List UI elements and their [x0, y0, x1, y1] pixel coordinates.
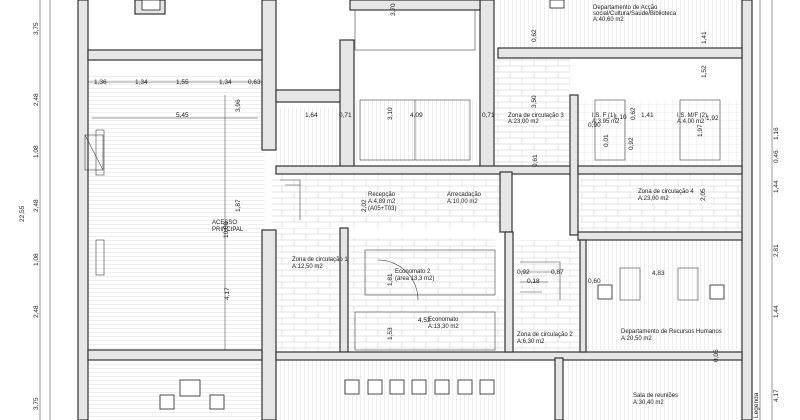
room-dept-accao-line2: social/Cultura/Saúde/Biblioteca	[593, 11, 677, 17]
dim-left-1: 3,75	[33, 22, 40, 35]
dim-061: 0,61	[532, 154, 539, 167]
dim-417a: 4,17	[224, 287, 231, 300]
dim-left-4: 2,48	[33, 199, 40, 212]
dimension-labels: 1,36 1,34 1,55 1,34 0,63 5,45 3,96 3,70 …	[19, 3, 780, 418]
dim-071b: 0,71	[482, 112, 495, 119]
dim-062: 0,62	[531, 29, 538, 42]
dim-141a: 1,41	[701, 31, 708, 44]
dim-top-2: 1,34	[135, 79, 148, 86]
dim-right-3: 1,44	[773, 180, 780, 193]
room-zona4-area: A:23,00 m2	[638, 196, 669, 202]
dim-452: 4,52	[418, 317, 431, 324]
room-economato-area: A:13,30 m2	[428, 324, 459, 330]
dim-396: 3,96	[235, 99, 242, 112]
dim-545: 5,45	[176, 112, 189, 119]
room-economato2-area: (área 13,3 m2)	[395, 276, 434, 282]
room-zona4-name: Zona de circulação 4	[638, 189, 694, 195]
dim-164: 1,64	[305, 112, 318, 119]
room-zona3-name: Zona de circulação 3	[508, 113, 564, 119]
dim-018: 0,18	[527, 278, 540, 285]
dim-right-1: 1,16	[773, 127, 780, 140]
room-economato-name: Economato	[428, 317, 459, 323]
room-zona2-name: Zona de circulação 2	[517, 332, 573, 338]
dim-110: 1,10	[614, 114, 627, 121]
dim-001: 0,01	[603, 134, 610, 147]
dim-right-2: 0,46	[773, 150, 780, 163]
dim-right-4: 2,81	[773, 244, 780, 257]
dim-205: 2,05	[700, 188, 707, 201]
floor-fills	[85, 0, 745, 420]
dim-071a: 0,71	[339, 112, 352, 119]
dim-187: 1,87	[235, 199, 242, 212]
dim-090: 0,90	[588, 122, 601, 129]
dim-1000: 10,00	[223, 221, 230, 238]
room-is-f-name: I.S. F (1)	[592, 113, 615, 119]
room-is-mf-name: I.S. M/F (2)	[677, 113, 707, 119]
dim-060: 0,60	[588, 278, 601, 285]
room-reunioes-name: Sala de reuniões	[633, 393, 678, 399]
dim-350: 3,50	[531, 95, 538, 108]
dim-left-2: 2,48	[33, 93, 40, 106]
dim-153: 1,53	[387, 327, 394, 340]
walls	[77, 0, 753, 420]
dim-192: 1,92	[706, 115, 719, 122]
room-dept-rh-area: A:20,50 m2	[621, 336, 652, 342]
dim-370: 3,70	[390, 3, 397, 16]
room-is-f-area: A:3.95 m2	[592, 119, 620, 125]
detail-lines	[84, 9, 721, 351]
room-zona1-name: Zona de circulação 1	[292, 257, 348, 263]
dim-left-3: 1,08	[33, 145, 40, 158]
dim-409: 4,09	[410, 112, 423, 119]
room-dept-accao-area: A:40,60 m2	[593, 17, 624, 23]
dim-left-6: 2,48	[33, 305, 40, 318]
room-zona3-area: A:23,00 m2	[508, 119, 539, 125]
dim-141b: 1,41	[641, 112, 654, 119]
room-dept-accao-line1: Departamento de Acção	[593, 5, 658, 11]
dim-310: 3,10	[387, 107, 394, 120]
dim-left-7: 3,75	[33, 397, 40, 410]
room-arrecadacao-name: Arrecadação	[447, 192, 482, 198]
dim-062b: 0,62	[630, 107, 637, 120]
dim-087: 0,87	[551, 269, 564, 276]
room-rececao-area: A:4,89 m2	[368, 199, 396, 205]
room-zona1-area: A:12,50 m2	[292, 264, 323, 270]
dim-left-5: 1,08	[33, 253, 40, 266]
room-is-mf-area: A:4,00 m2	[677, 119, 705, 125]
room-dept-rh-name: Departamento de Recursos Humanos	[621, 329, 722, 335]
dim-right-5: 1,44	[773, 305, 780, 318]
dim-top-1: 1,36	[94, 79, 107, 86]
room-rececao-name: Recepção	[368, 192, 396, 198]
room-rececao-code: (A05+T03)	[368, 206, 397, 212]
dim-top-5: 0,63	[248, 79, 261, 86]
room-labels: Departamento de Acção social/Cultura/Saú…	[212, 5, 722, 406]
room-arrecadacao-area: A:10,00 m2	[447, 199, 478, 205]
dim-092: 0,92	[628, 137, 635, 150]
room-reunioes-area: A:30,40 m2	[633, 400, 664, 406]
dim-181: 1,81	[387, 273, 394, 286]
room-acesso-line2: PRINCIPAL	[212, 227, 244, 233]
dim-197: 1,97	[697, 124, 704, 137]
dim-total: 22,55	[19, 205, 26, 222]
dim-top-4: 1,34	[219, 79, 232, 86]
room-acesso-line1: ACESSO	[212, 220, 237, 226]
dim-152: 1,52	[701, 65, 708, 78]
dim-right-6: 4,17	[773, 389, 780, 402]
dim-005: 0,05	[713, 349, 720, 362]
dim-202: 2,02	[361, 199, 368, 212]
legend-note: Legenda	[753, 392, 760, 418]
dim-092b: 0,92	[517, 269, 530, 276]
dim-top-3: 1,55	[176, 79, 189, 86]
room-economato2-name: Economato 2	[395, 269, 431, 275]
furniture	[141, 0, 725, 410]
room-zona2-area: A:6,30 m2	[517, 339, 545, 345]
dimension-lines	[39, 0, 773, 420]
dim-483: 4,83	[652, 270, 665, 277]
